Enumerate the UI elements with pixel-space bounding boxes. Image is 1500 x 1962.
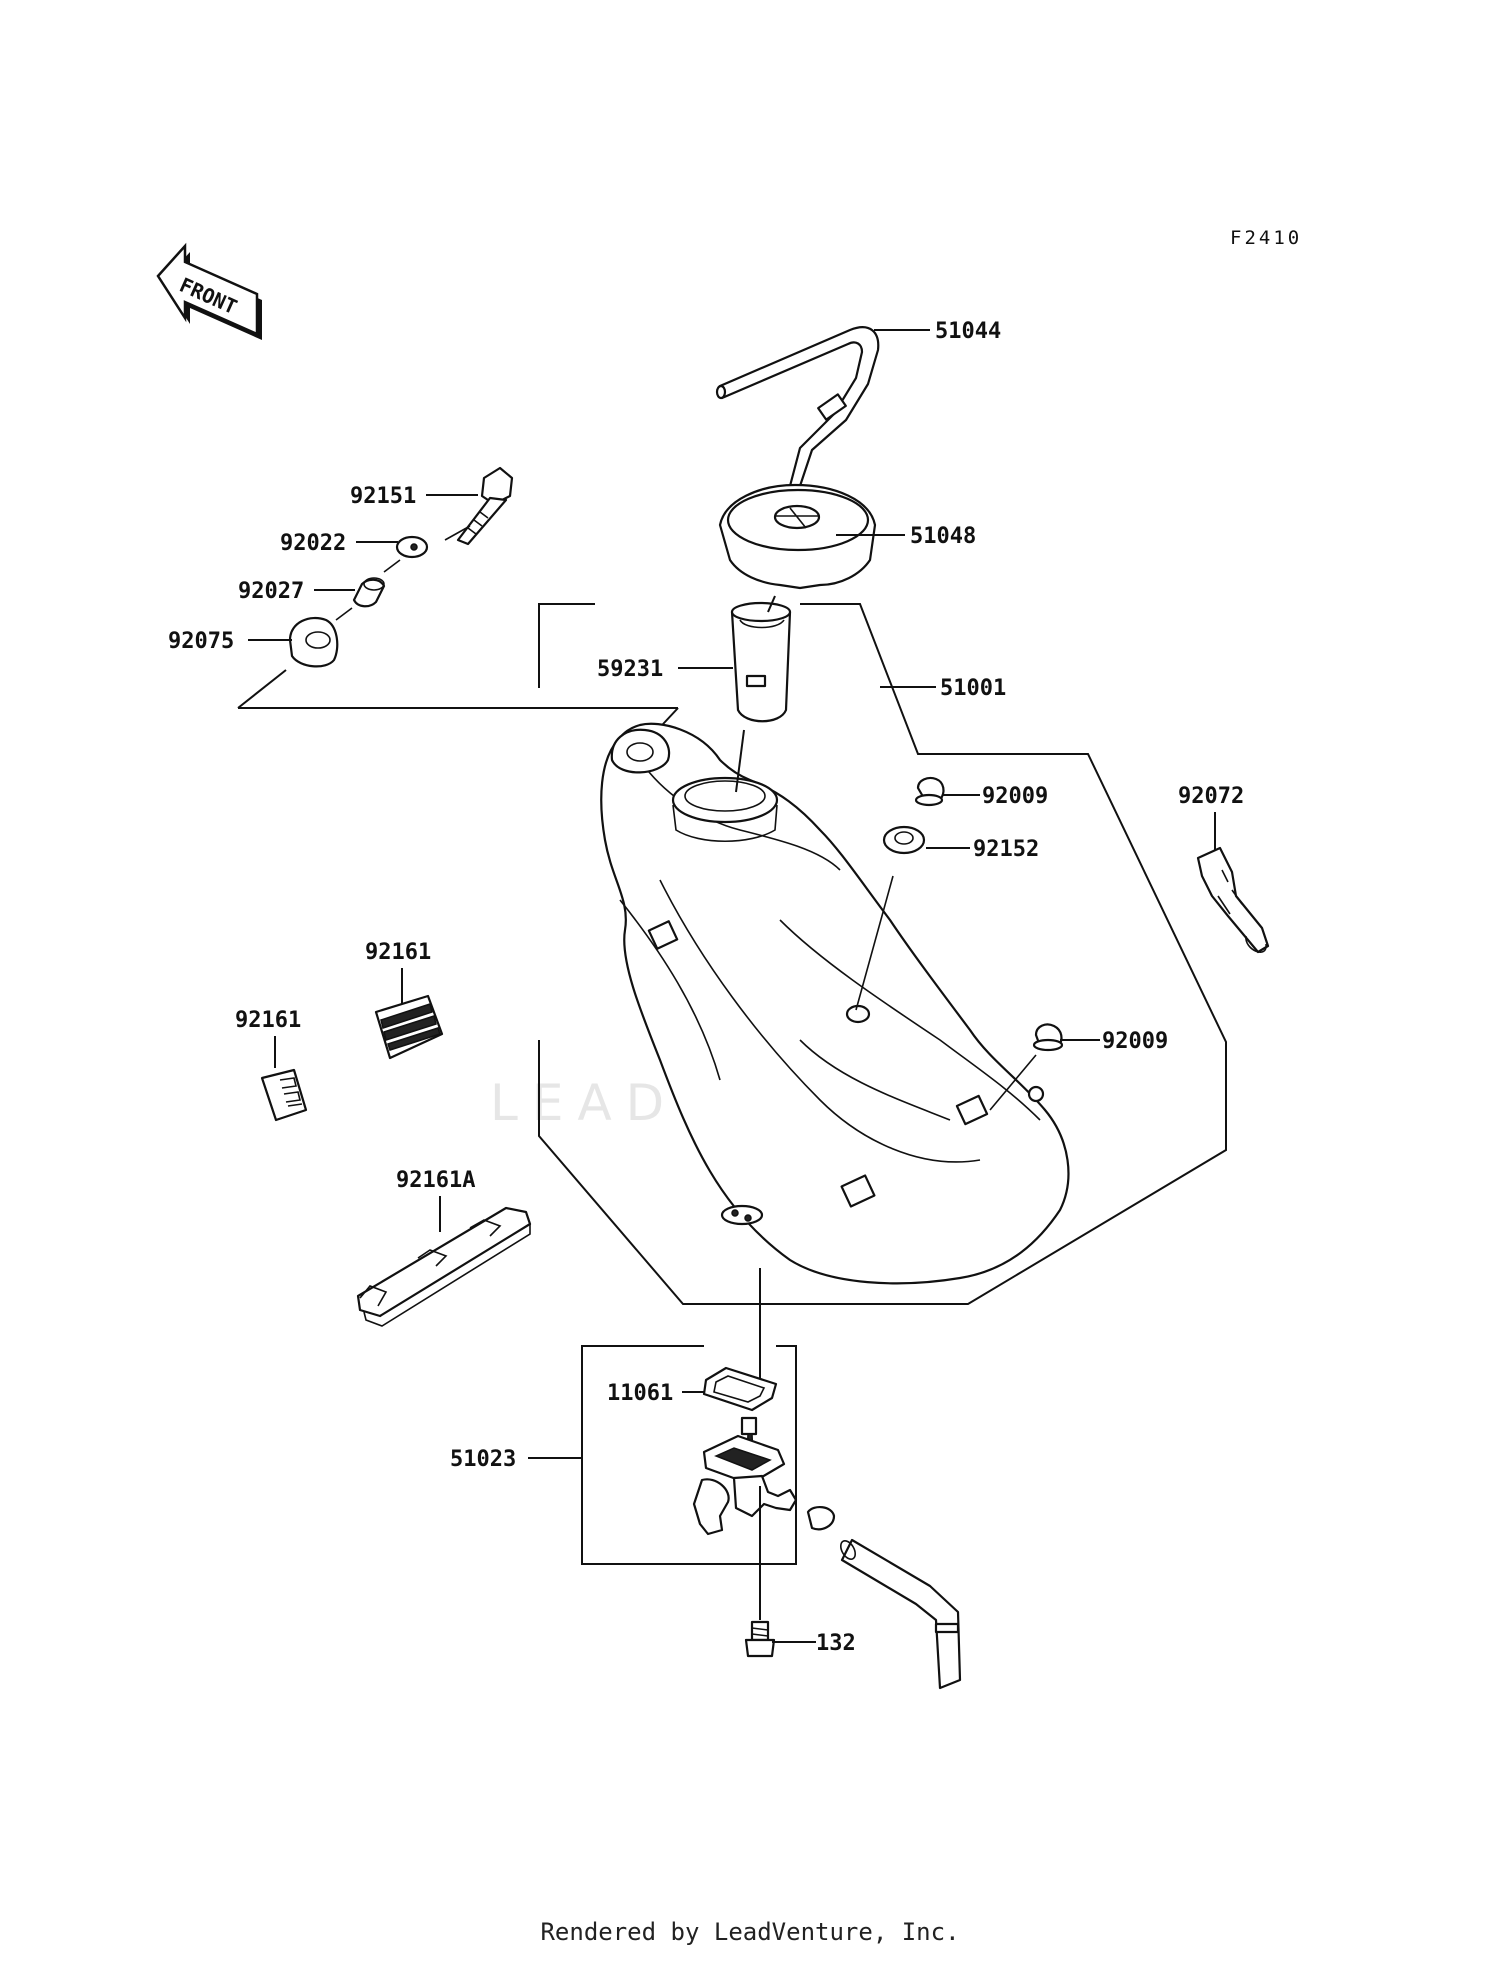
label-132: 132: [816, 1631, 856, 1656]
label-51048: 51048: [910, 524, 976, 549]
label-51044: 51044: [935, 319, 1001, 344]
label-92151: 92151: [350, 484, 416, 509]
label-92027: 92027: [238, 579, 304, 604]
breather-hose: 51044: [715, 319, 1001, 488]
pad-92161-lower: 92161: [235, 1008, 308, 1122]
label-51001: 51001: [940, 676, 1006, 701]
label-51023: 51023: [450, 1447, 516, 1472]
mount-hardware: 92151 92022 92027 92075: [168, 466, 514, 668]
diagram-code: F2410: [1230, 227, 1302, 249]
label-59231: 59231: [597, 657, 663, 682]
fuel-cap: 51048: [718, 483, 976, 590]
label-92075: 92075: [168, 629, 234, 654]
label-92161A: 92161A: [396, 1168, 475, 1193]
fuel-valve: [692, 1416, 962, 1690]
cap-92009-lower: 92009: [989, 1023, 1168, 1111]
filler-strainer: 59231: [597, 595, 792, 793]
label-92161-upper: 92161: [365, 940, 431, 965]
label-92009-upper: 92009: [982, 784, 1048, 809]
label-92022: 92022: [280, 531, 346, 556]
screw-132: 132: [744, 1620, 856, 1658]
cap-92009-upper: 92009: [914, 776, 1048, 809]
bracket-92161A: 92161A: [356, 1168, 532, 1327]
gasket-11061: 11061: [607, 1366, 778, 1412]
label-92161-lower: 92161: [235, 1008, 301, 1033]
pad-92161-upper: 92161: [365, 940, 444, 1060]
grommet-92152: 92152: [855, 825, 1039, 1011]
tank-group-frame: [538, 603, 595, 688]
label-92072: 92072: [1178, 784, 1244, 809]
label-92152: 92152: [973, 837, 1039, 862]
label-11061: 11061: [607, 1381, 673, 1406]
footer-credit: Rendered by LeadVenture, Inc.: [540, 1918, 960, 1946]
fuel-tank: [600, 722, 1070, 1285]
front-arrow-icon: FRONT: [156, 242, 262, 340]
valve-assembly-frame: 51023: [450, 1345, 797, 1565]
strap-92072: 92072: [1178, 784, 1270, 954]
label-92009-lower: 92009: [1102, 1029, 1168, 1054]
